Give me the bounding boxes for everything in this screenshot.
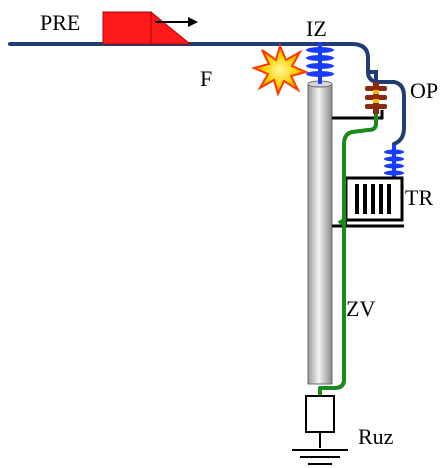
ground-wire bbox=[318, 114, 378, 396]
pre-marker-icon bbox=[102, 10, 198, 45]
label-ruz: Ruz bbox=[358, 424, 394, 449]
surge-arrester-icon bbox=[365, 82, 387, 114]
label-f: F bbox=[200, 66, 212, 91]
insulator-icon bbox=[306, 42, 334, 84]
pole bbox=[307, 80, 333, 385]
arrester-bracket bbox=[332, 110, 384, 120]
fault-icon bbox=[250, 43, 310, 97]
resistor-icon bbox=[305, 395, 335, 448]
label-pre: PRE bbox=[40, 10, 80, 35]
label-iz: IZ bbox=[306, 16, 327, 41]
label-zv: ZV bbox=[346, 296, 375, 321]
line-to-arrester bbox=[368, 70, 378, 82]
ground-icon bbox=[292, 449, 348, 465]
label-tr: TR bbox=[405, 185, 433, 210]
overhead-line bbox=[8, 42, 406, 146]
transformer-bushing-icon bbox=[384, 144, 404, 178]
label-op: OP bbox=[410, 78, 438, 103]
ground-wire-tr bbox=[337, 216, 347, 228]
